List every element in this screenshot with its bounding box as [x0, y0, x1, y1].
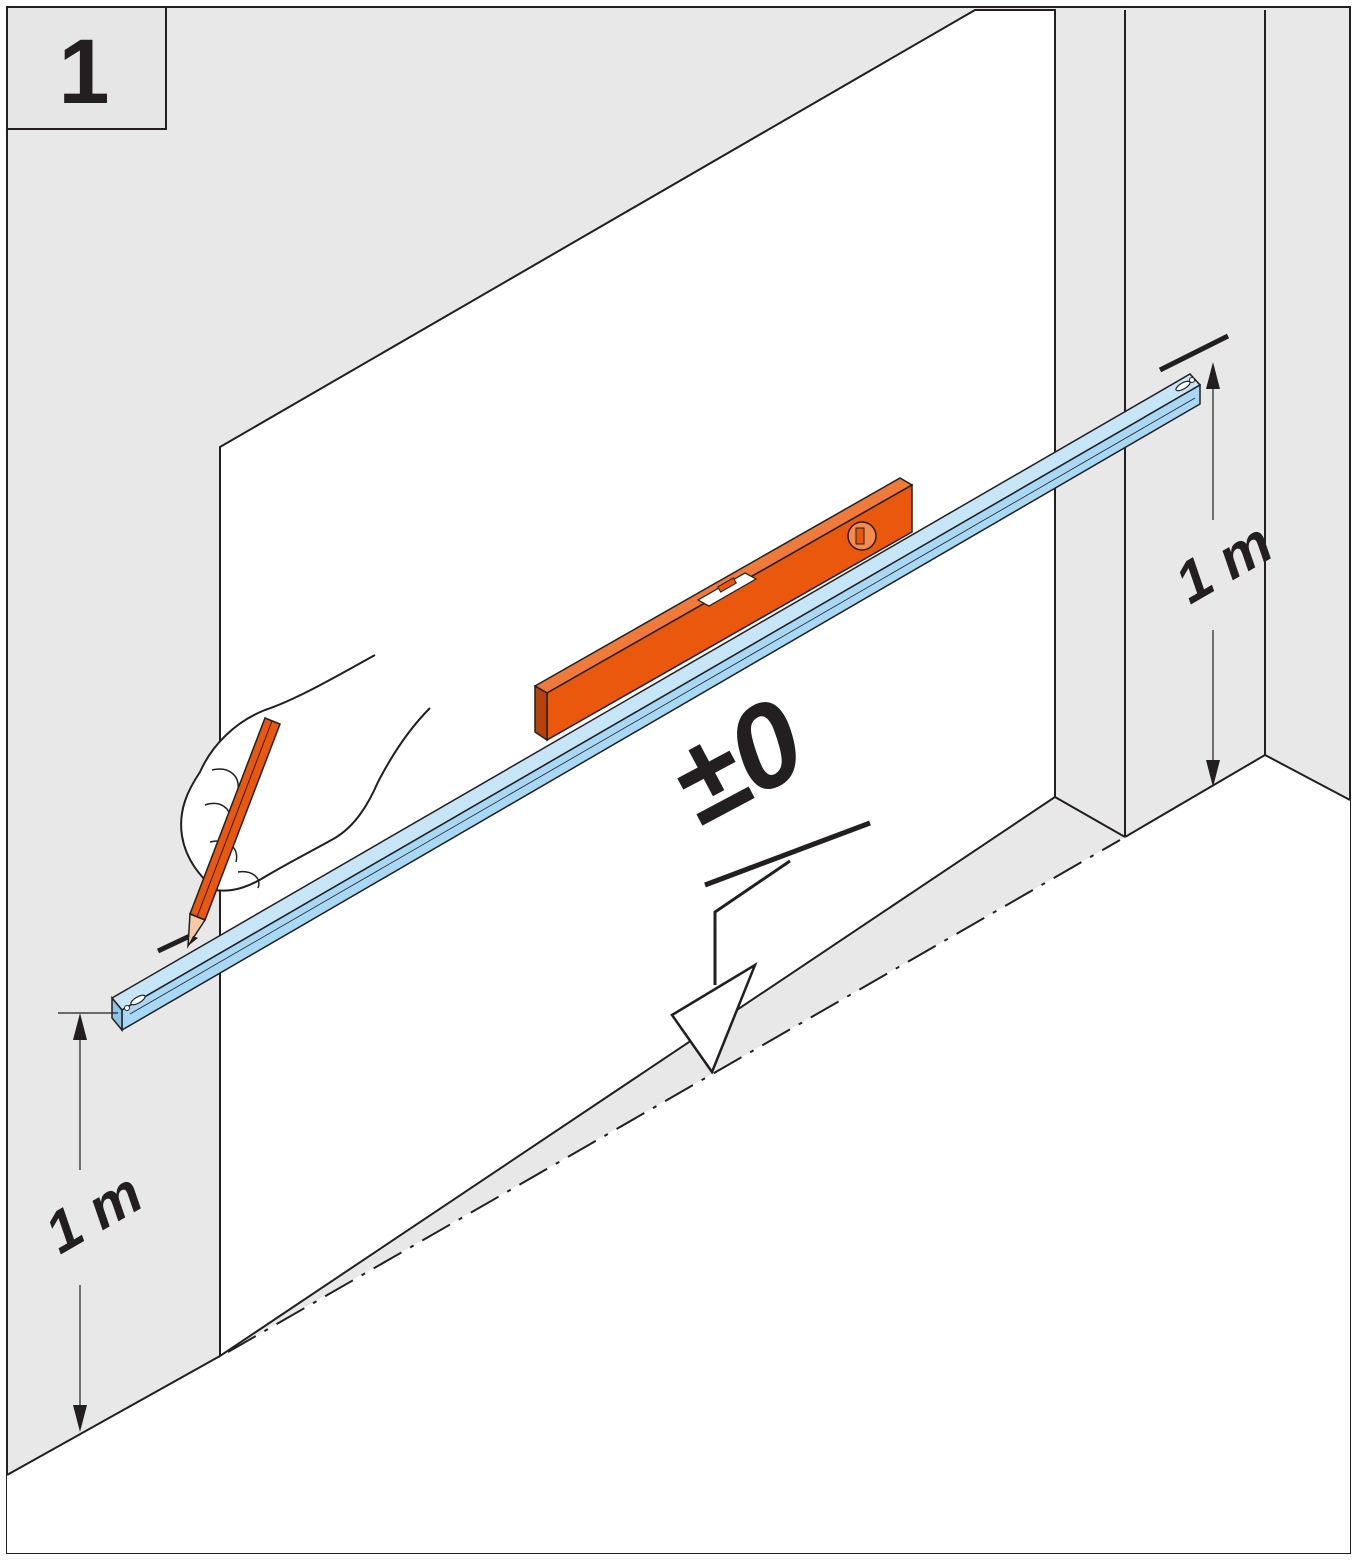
- step-number: 1: [58, 21, 109, 123]
- datum-triangle-icon: [670, 820, 871, 1075]
- mark-line-right: [1158, 333, 1230, 373]
- spirit-level-icon: [533, 477, 914, 742]
- mounting-rail: [110, 373, 1202, 1033]
- pencil-icon: [187, 717, 281, 949]
- left-dimension: [58, 1012, 118, 1432]
- step-badge: [6, 6, 167, 130]
- floor-reference-line: [227, 839, 1121, 1353]
- mark-line-left: [156, 932, 194, 954]
- right-dimension: [1206, 362, 1220, 787]
